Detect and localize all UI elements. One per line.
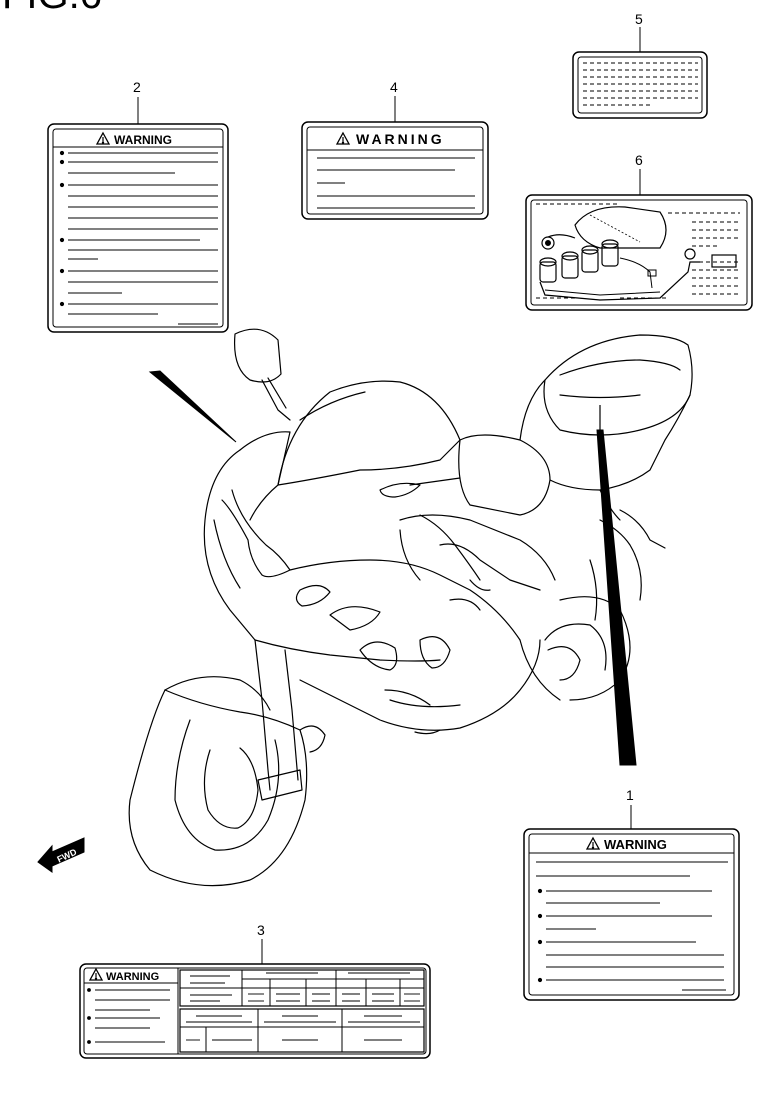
label-4-warning-text: WARNING — [356, 131, 445, 147]
callout-4-number: 4 — [390, 79, 398, 95]
callout-6-number: 6 — [635, 152, 643, 168]
label-4-warning — [301, 121, 489, 220]
label-3-warning-text: WARNING — [106, 971, 159, 983]
label-1-warning — [523, 828, 740, 1001]
leader-wedges — [148, 370, 637, 766]
label-1-warning-text: WARNING — [604, 837, 667, 852]
callout-3-number: 3 — [257, 922, 265, 938]
label-2-warning — [47, 123, 229, 333]
callout-5-number: 5 — [635, 11, 643, 27]
motorcycle-outline — [128, 328, 693, 887]
label-2-warning-text: WARNING — [114, 133, 172, 147]
label-5-sticker — [572, 51, 708, 119]
callout-2-number: 2 — [133, 79, 141, 95]
callout-1-number: 1 — [626, 787, 634, 803]
page-heading: FIG.6 — [2, 0, 102, 17]
fwd-arrow-icon — [37, 837, 85, 873]
label-3-warning-table — [79, 963, 431, 1059]
label-6-hose-routing — [525, 194, 753, 311]
